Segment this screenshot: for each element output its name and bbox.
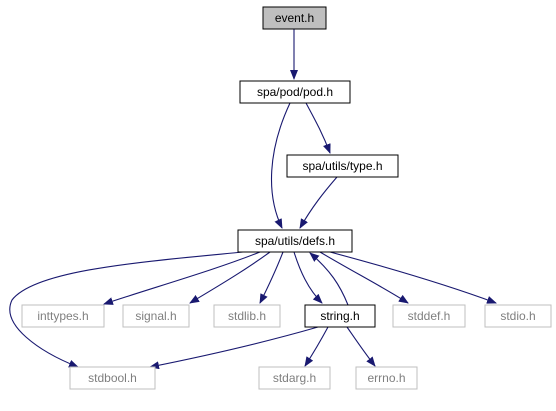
node-stdlib-h: stdlib.h <box>213 304 281 328</box>
edge-type-h-to-defs-h <box>299 176 338 229</box>
node-label: spa/utils/defs.h <box>255 234 335 248</box>
edge-string-h-to-stdbool-h <box>149 326 319 370</box>
node-string-h[interactable]: string.h <box>304 304 376 328</box>
edge-pod-h-to-type-h <box>305 102 331 154</box>
edge-defs-h-to-stdlib-h <box>259 251 284 304</box>
node-stddef-h: stddef.h <box>392 304 466 328</box>
node-label: stdlib.h <box>228 309 266 323</box>
node-label: spa/pod/pod.h <box>257 85 333 99</box>
edge-defs-h-to-stddef-h <box>319 251 409 304</box>
node-box <box>484 304 552 328</box>
node-label: stddef.h <box>408 309 451 323</box>
node-defs-h[interactable]: spa/utils/defs.h <box>237 229 353 253</box>
node-stdbool-h: stdbool.h <box>69 366 156 390</box>
node-stdarg-h: stdarg.h <box>258 366 331 390</box>
node-box <box>392 304 466 328</box>
node-box <box>304 304 376 328</box>
edge-defs-h-to-signal-h <box>189 251 271 304</box>
edge-defs-h-to-stdio-h <box>329 251 497 304</box>
node-label: string.h <box>320 309 359 323</box>
node-box <box>122 304 190 328</box>
node-stdio-h: stdio.h <box>484 304 552 328</box>
node-type-h[interactable]: spa/utils/type.h <box>286 154 399 178</box>
edge-string-h-to-stdarg-h <box>304 326 329 367</box>
edge-defs-h-to-stdbool-h <box>9 251 244 368</box>
node-label: stdio.h <box>500 309 535 323</box>
node-label: signal.h <box>135 309 176 323</box>
node-label: spa/utils/type.h <box>302 159 382 173</box>
node-box <box>355 366 418 390</box>
node-box <box>237 229 353 253</box>
edges-layer <box>9 29 497 370</box>
node-box <box>239 80 351 104</box>
node-label: event.h <box>275 11 314 25</box>
edge-defs-h-to-string-h <box>293 251 323 304</box>
edge-pod-h-to-defs-h <box>270 102 291 229</box>
node-pod-h[interactable]: spa/pod/pod.h <box>239 80 351 104</box>
node-label: stdarg.h <box>273 371 316 385</box>
node-label: stdbool.h <box>88 371 137 385</box>
nodes-layer: event.h spa/pod/pod.h spa/utils/type.h spa/… <box>21 6 552 390</box>
node-box <box>262 6 327 30</box>
node-inttypes-h: inttypes.h <box>21 304 105 328</box>
edge-string-h-to-errno-h <box>346 326 376 367</box>
node-label: errno.h <box>367 371 405 385</box>
node-errno-h: errno.h <box>355 366 418 390</box>
node-box <box>286 154 399 178</box>
edge-defs-h-to-inttypes-h <box>103 251 261 305</box>
node-box <box>213 304 281 328</box>
node-box <box>258 366 331 390</box>
node-signal-h: signal.h <box>122 304 190 328</box>
node-event-h[interactable]: event.h <box>262 6 327 30</box>
edge-string-h-to-defs-h <box>309 252 349 306</box>
node-label: inttypes.h <box>37 309 88 323</box>
node-box <box>21 304 105 328</box>
node-box <box>69 366 156 390</box>
